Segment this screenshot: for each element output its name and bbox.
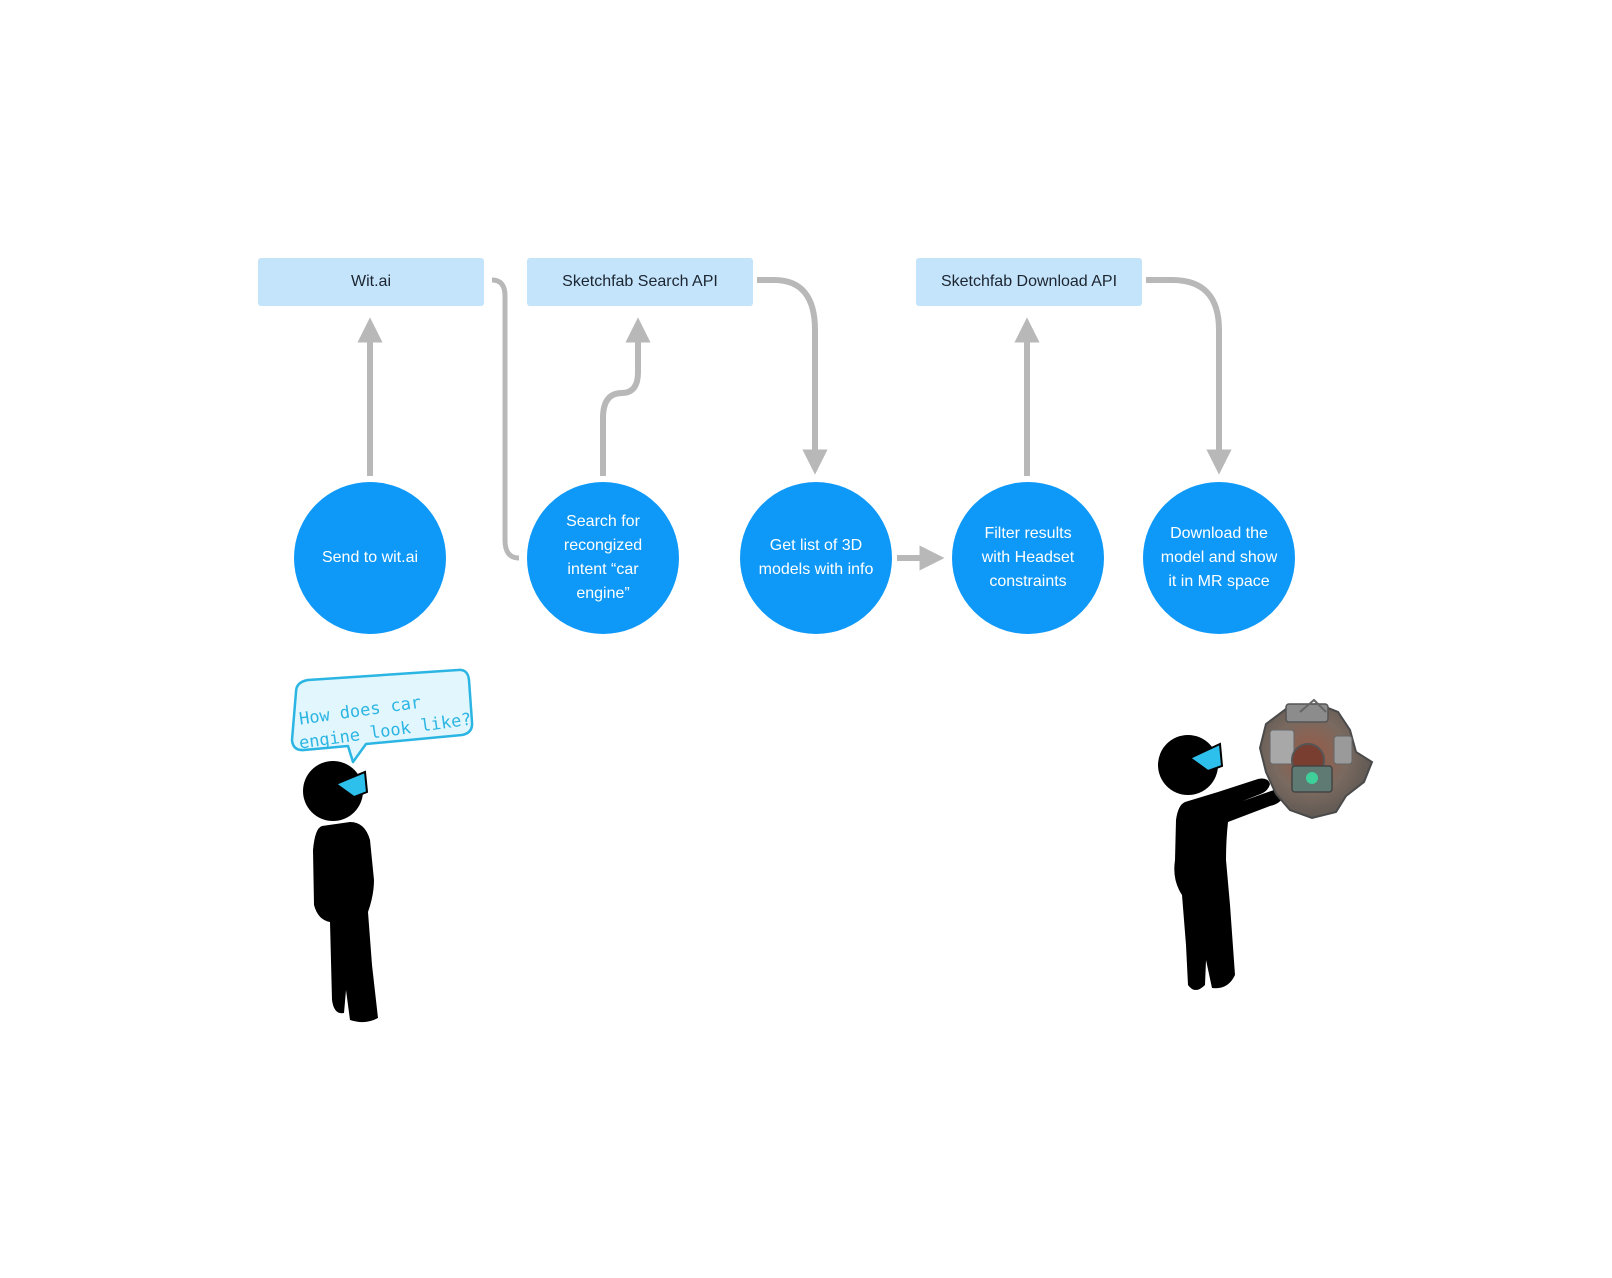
headset-icon — [1188, 742, 1224, 773]
sketchfab-download-api-box: Sketchfab Download API — [916, 258, 1142, 306]
api-label: Sketchfab Search API — [562, 273, 718, 290]
step-search-intent: Search for recongized intent “car engine… — [527, 482, 679, 634]
step-label: Send to wit.ai — [321, 549, 419, 566]
step-download-show: Download the model and show it in MR spa… — [1143, 482, 1295, 634]
connector-wit-to-search — [491, 277, 520, 561]
car-engine-model — [1258, 698, 1374, 820]
head — [303, 761, 363, 821]
head — [1158, 735, 1218, 795]
arrow-search-to-api — [600, 317, 651, 476]
step-label: Filter results with Headset constraints — [981, 525, 1075, 590]
step-label: Download the model and show it in MR spa… — [1160, 525, 1278, 590]
body — [313, 822, 378, 1023]
headset-icon — [333, 770, 369, 799]
api-label: Wit.ai — [351, 273, 391, 290]
arrow-download-api-to-show — [1146, 277, 1232, 475]
sketchfab-search-api-box: Sketchfab Search API — [527, 258, 753, 306]
step-label: Search for recongized intent “car engine… — [563, 513, 643, 602]
body — [1174, 778, 1284, 990]
speech-bubble — [290, 668, 474, 764]
person-viewing-model — [1158, 698, 1374, 990]
person-asking: How does car engine look like? — [290, 668, 474, 1023]
wit-ai-box: Wit.ai — [258, 258, 484, 306]
step-label: Get list of 3D models with info — [758, 537, 874, 578]
arrow-search-api-to-list — [757, 277, 828, 475]
api-label: Sketchfab Download API — [940, 273, 1118, 290]
step-filter-results: Filter results with Headset constraints — [952, 482, 1104, 634]
step-send-to-wit: Send to wit.ai — [294, 482, 446, 634]
step-get-model-list: Get list of 3D models with info — [740, 482, 892, 634]
